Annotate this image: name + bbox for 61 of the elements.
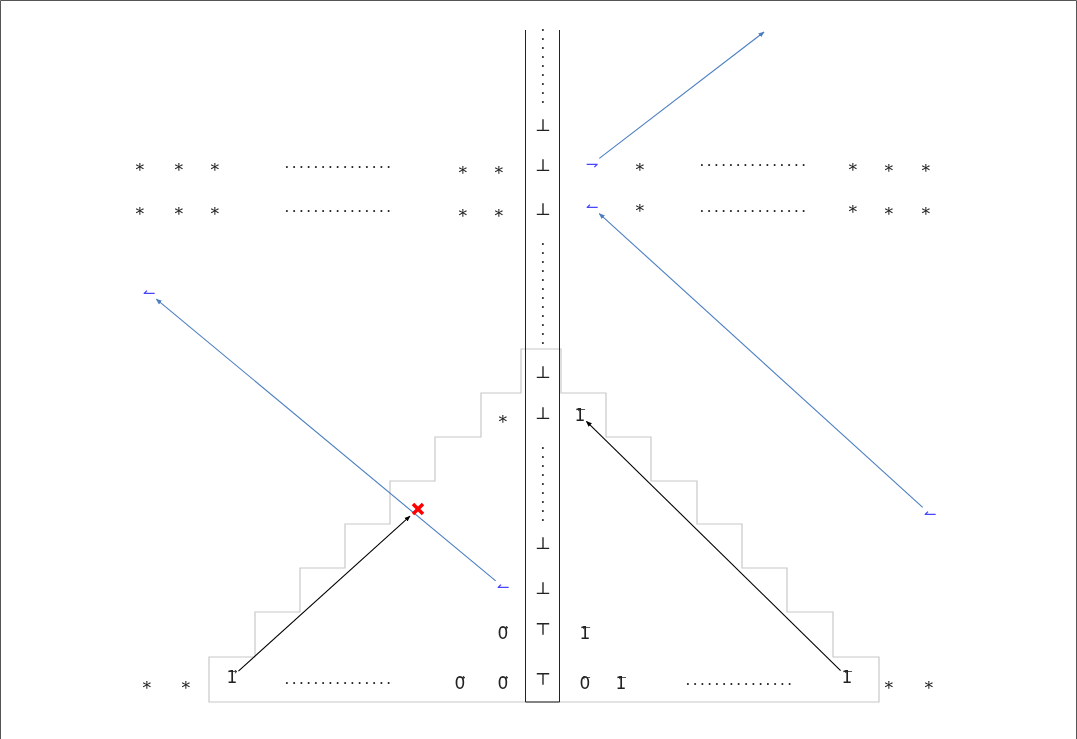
math-symbol: ∗ bbox=[141, 675, 153, 693]
math-symbol: ∗ bbox=[497, 409, 509, 427]
math-symbol: ∗ bbox=[134, 201, 146, 219]
arrow bbox=[237, 515, 411, 672]
math-symbol: ∗ bbox=[209, 157, 221, 175]
math-symbol: 0⃖ bbox=[579, 674, 591, 692]
math-symbol: ⊤ bbox=[535, 620, 551, 638]
dot-leader: ............... bbox=[284, 671, 394, 687]
dot-leader: ............... bbox=[699, 153, 809, 169]
vector-symbol: 1⃗ bbox=[225, 667, 239, 687]
math-symbol: ⊥ bbox=[535, 579, 551, 597]
math-symbol: ∗ bbox=[847, 199, 859, 217]
math-symbol: 0⃗ bbox=[497, 624, 509, 642]
math-symbol: ∗ bbox=[920, 158, 932, 176]
harpoon-symbol: ↼ bbox=[495, 578, 511, 596]
vector-symbol: 1⃖ bbox=[573, 405, 587, 425]
math-symbol: ∗ bbox=[883, 675, 895, 693]
math-symbol: ⊥ bbox=[535, 200, 551, 218]
dot-leader: ............... bbox=[284, 155, 394, 171]
math-symbol: ∗ bbox=[173, 201, 185, 219]
harpoon-symbol: ↼ bbox=[922, 505, 938, 523]
math-symbol: 0⃗ bbox=[497, 674, 509, 692]
harpoon-symbol: ↼ bbox=[584, 198, 600, 216]
vector-symbol: 1⃖ bbox=[840, 667, 854, 687]
vertical-ellipsis: ......... bbox=[540, 22, 546, 103]
math-symbol: ∗ bbox=[920, 201, 932, 219]
math-symbol: ⊥ bbox=[535, 116, 551, 134]
math-symbol: ⊥ bbox=[535, 363, 551, 381]
math-symbol: ∗ bbox=[180, 675, 192, 693]
math-symbol: ∗ bbox=[134, 157, 146, 175]
math-symbol: ∗ bbox=[493, 160, 505, 178]
cross-mark bbox=[410, 501, 426, 517]
harpoon-symbol: ↼ bbox=[141, 284, 157, 302]
math-symbol: 0⃗ bbox=[454, 674, 466, 692]
math-symbol: ∗ bbox=[634, 157, 646, 175]
math-symbol: ∗ bbox=[493, 203, 505, 221]
harpoon-symbol: ⇁ bbox=[584, 155, 600, 173]
vertical-ellipsis: ......... bbox=[540, 440, 546, 521]
math-symbol: ∗ bbox=[883, 201, 895, 219]
math-symbol: ⊥ bbox=[535, 534, 551, 552]
arrow bbox=[598, 31, 765, 159]
arrow bbox=[155, 298, 497, 582]
math-symbol: ∗ bbox=[457, 203, 469, 221]
math-symbol: ∗ bbox=[173, 157, 185, 175]
math-symbol: ∗ bbox=[847, 157, 859, 175]
arrow bbox=[598, 213, 924, 508]
dot-leader: ............... bbox=[685, 672, 795, 688]
math-symbol: ∗ bbox=[457, 160, 469, 178]
math-symbol: 1⃖ bbox=[579, 624, 591, 642]
math-symbol: 1⃖ bbox=[615, 674, 627, 692]
arrow bbox=[585, 420, 842, 672]
math-symbol: ⊥ bbox=[535, 404, 551, 422]
math-symbol: ⊤ bbox=[535, 670, 551, 688]
math-symbol: ⊥ bbox=[535, 156, 551, 174]
math-symbol: ∗ bbox=[634, 198, 646, 216]
math-symbol: ∗ bbox=[923, 675, 935, 693]
dot-leader: ............... bbox=[284, 199, 394, 215]
math-symbol: ∗ bbox=[209, 201, 221, 219]
dot-leader: ............... bbox=[699, 199, 809, 215]
math-symbol: ∗ bbox=[883, 158, 895, 176]
vertical-ellipsis: ............ bbox=[540, 236, 546, 344]
